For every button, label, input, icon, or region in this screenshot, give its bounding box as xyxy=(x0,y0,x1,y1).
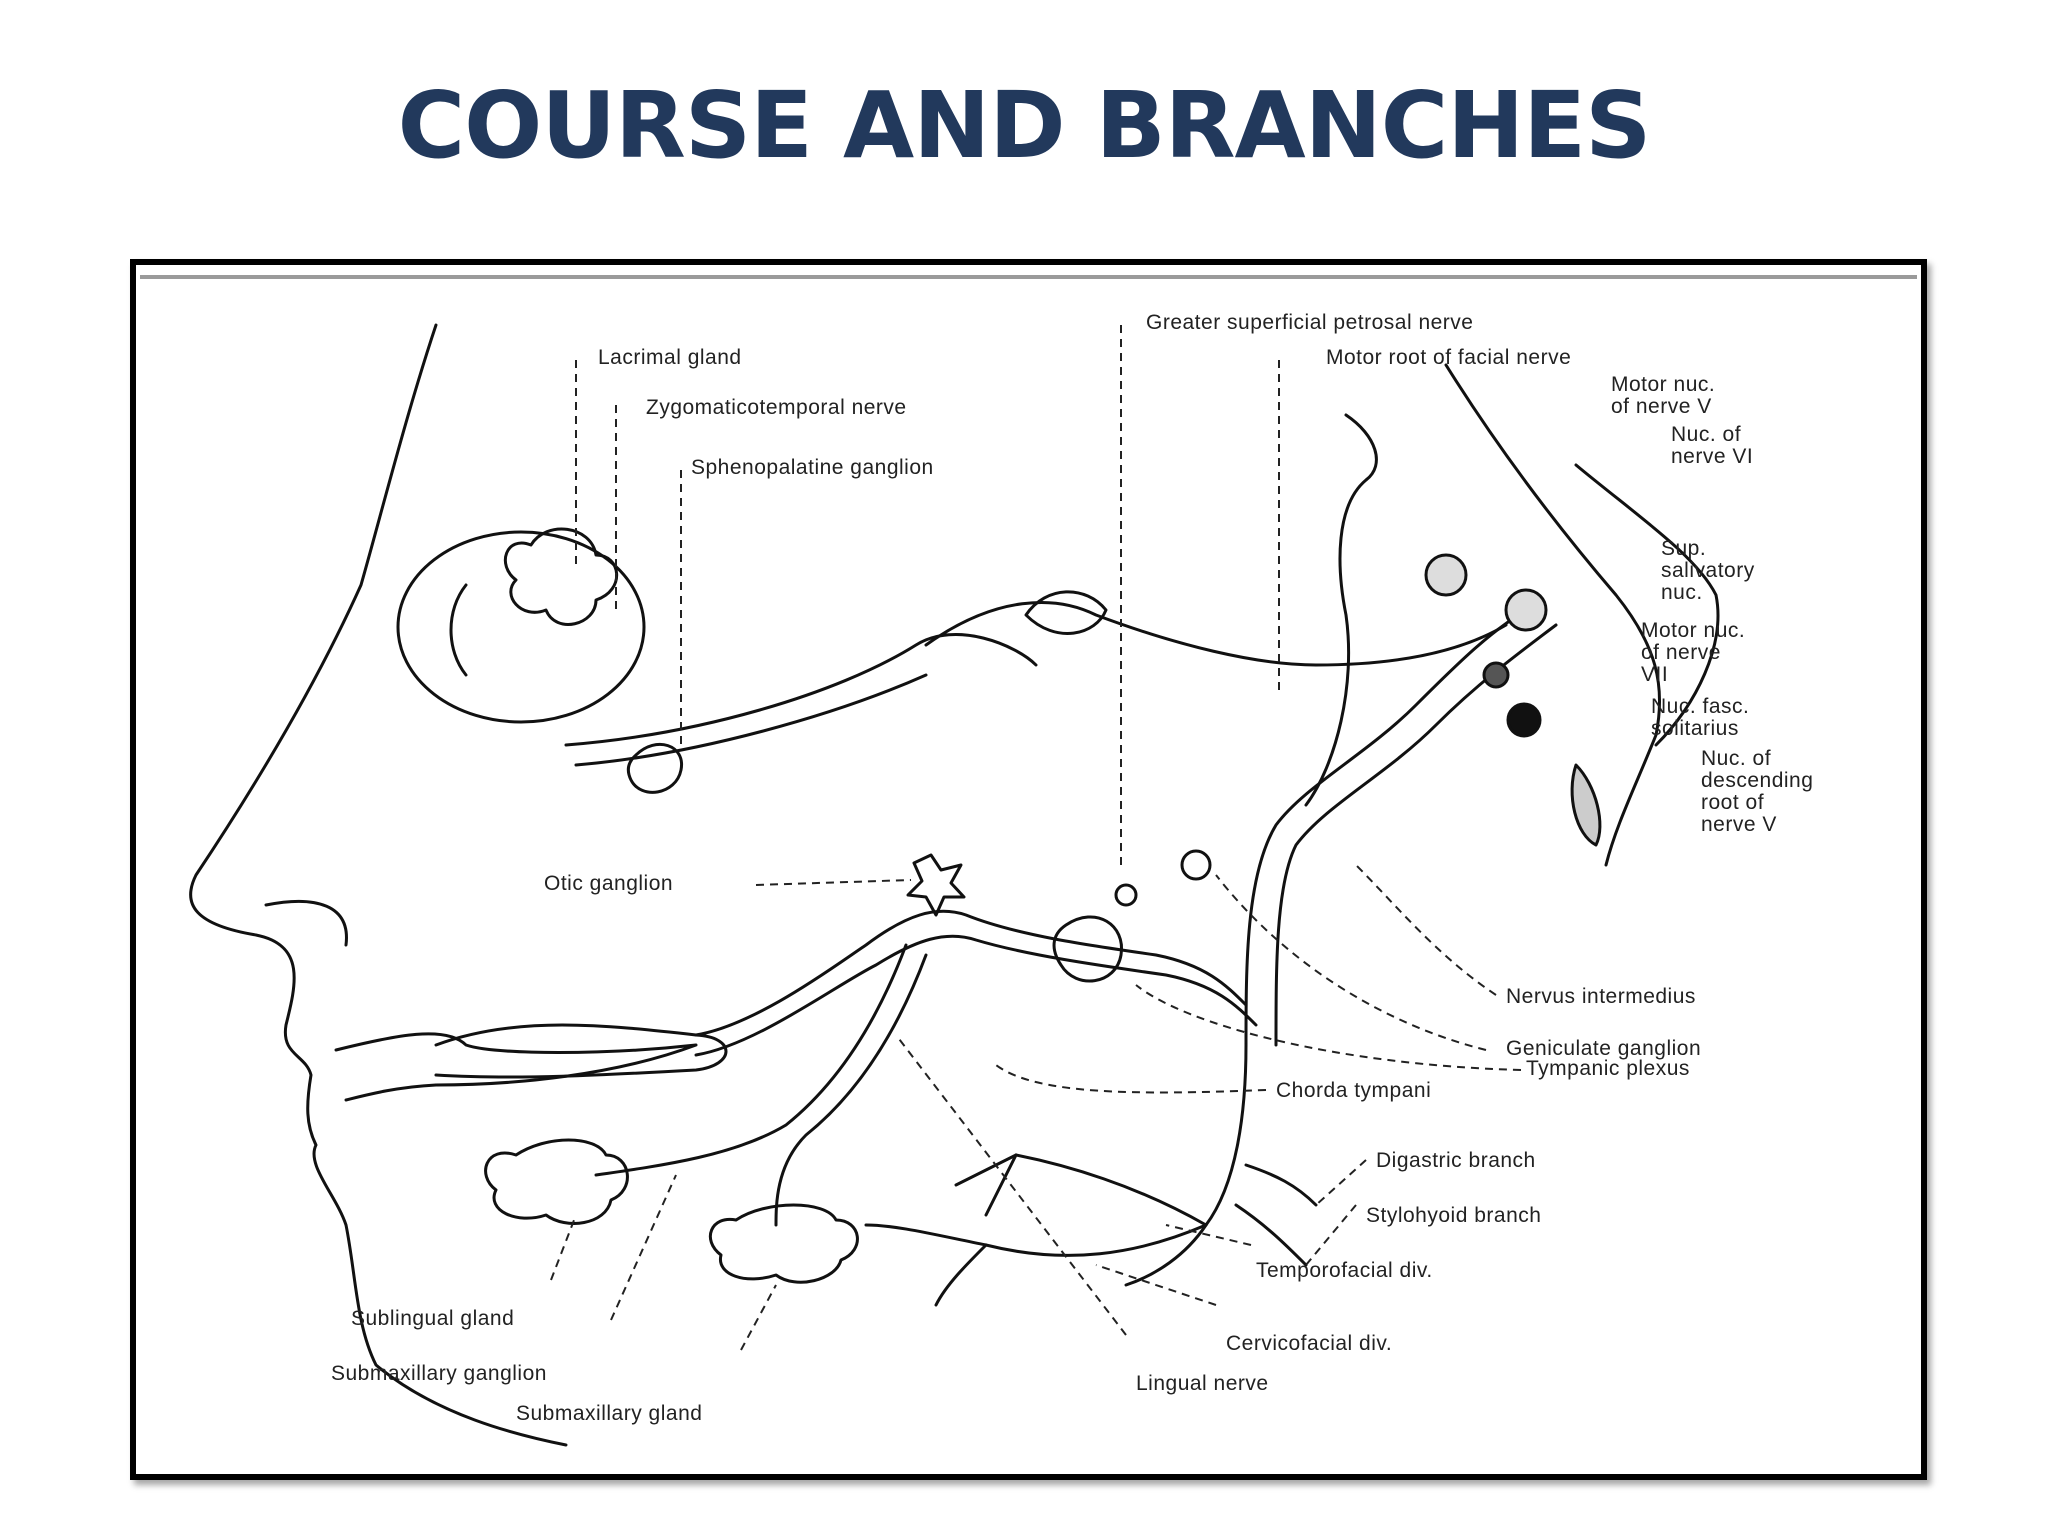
label-motor-nuc-vii-1: Motor nuc. xyxy=(1641,619,1745,642)
label-sup-salivatory-3: nuc. xyxy=(1661,581,1703,604)
digastric-branch-line xyxy=(1244,1163,1318,1207)
fourth-ventricle xyxy=(1574,463,1720,747)
label-nuc-fasc-2: solitarius xyxy=(1651,717,1739,740)
leader-temporofacial xyxy=(1165,1224,1252,1246)
submandibular-branch-2 xyxy=(774,953,928,1227)
label-nuc-desc-1: Nuc. of xyxy=(1701,747,1771,770)
nuc-vi-shape xyxy=(1504,588,1548,632)
label-nuc-fasc-1: Nuc. fasc. xyxy=(1651,695,1749,718)
sphenopalatine-ganglion-shape xyxy=(626,742,683,794)
ganglion-swelling xyxy=(1024,590,1108,635)
motor-nuc-v-shape xyxy=(1424,553,1468,597)
label-digastric-branch: Digastric branch xyxy=(1376,1149,1536,1172)
leader-stylohyoid xyxy=(1305,1204,1357,1266)
branch-tips xyxy=(934,1153,1018,1307)
label-motor-nuc-v-2: of nerve V xyxy=(1611,395,1712,418)
facial-canal-inner xyxy=(1274,623,1558,1047)
label-motor-nuc-vii-3: VII xyxy=(1641,663,1668,686)
petrosal-trunk xyxy=(924,601,1508,667)
leader-submax-gland xyxy=(740,1284,777,1351)
label-nuc-desc-4: nerve V xyxy=(1701,813,1777,836)
tympanic-plexus-shape xyxy=(1052,915,1124,983)
leader-sublingual xyxy=(550,1214,577,1281)
nostril xyxy=(264,899,348,947)
palate-line xyxy=(574,673,928,767)
facial-nerve-diagram: Lacrimal gland Zygomaticotemporal nerve … xyxy=(189,311,1813,1447)
tympanic-ganglion-shape xyxy=(1114,883,1138,907)
label-nervus-intermedius: Nervus intermedius xyxy=(1506,985,1696,1008)
label-motor-nuc-vii-2: of nerve xyxy=(1641,641,1721,664)
label-lacrimal-gland: Lacrimal gland xyxy=(598,346,742,369)
otic-ganglion-shape xyxy=(906,853,966,917)
label-temporofacial-div: Temporofacial div. xyxy=(1256,1259,1433,1282)
solitarius-shape xyxy=(1570,763,1602,847)
lingual-route-inner xyxy=(694,934,1258,1057)
brainstem-outline xyxy=(1444,363,1662,867)
leader-cervicofacial xyxy=(1095,1264,1217,1306)
tongue xyxy=(434,1023,728,1079)
lingual-route-outer xyxy=(694,909,1248,1037)
facial-canal-outer xyxy=(1244,603,1538,1047)
facial-trunk-lower xyxy=(1124,1043,1248,1287)
leader-geniculate xyxy=(1215,874,1487,1051)
submandibular-branch xyxy=(594,943,908,1177)
pons-curve xyxy=(1304,413,1378,807)
frame-top-rule xyxy=(140,275,1917,279)
label-greater-superficial-petrosal-nerve: Greater superficial petrosal nerve xyxy=(1146,311,1473,334)
submaxillary-gland-shape xyxy=(708,1203,859,1284)
leader-tympanic xyxy=(1135,984,1522,1071)
lips xyxy=(334,1032,698,1102)
label-sphenopalatine-ganglion: Sphenopalatine ganglion xyxy=(691,456,934,479)
label-nuc-desc-2: descending xyxy=(1701,769,1813,792)
label-sup-salivatory-2: salivatory xyxy=(1661,559,1755,582)
geniculate-ganglion-shape xyxy=(1180,849,1212,881)
face-profile xyxy=(189,323,568,1447)
leader-submax-ganglion xyxy=(610,1174,677,1321)
label-otic-ganglion: Otic ganglion xyxy=(544,872,673,895)
label-motor-nuc-v-1: Motor nuc. xyxy=(1611,373,1715,396)
label-sublingual-gland: Sublingual gland xyxy=(351,1307,514,1330)
label-tympanic-plexus: Tympanic plexus xyxy=(1526,1057,1690,1080)
label-sup-salivatory-1: Sup. xyxy=(1661,537,1706,560)
lacrimal-gland-shape xyxy=(503,527,619,626)
temporofacial-branch xyxy=(1014,1153,1208,1227)
label-nuc-vi-1: Nuc. of xyxy=(1671,423,1741,446)
sublingual-gland-shape xyxy=(484,1138,629,1225)
leader-lingual xyxy=(895,1034,1127,1336)
label-zygomaticotemporal-nerve: Zygomaticotemporal nerve xyxy=(646,396,907,419)
label-geniculate-ganglion: Geniculate ganglion xyxy=(1506,1037,1701,1060)
label-cervicofacial-div: Cervicofacial div. xyxy=(1226,1332,1392,1355)
motor-nuc-vii-shape xyxy=(1506,702,1542,738)
eye-iris xyxy=(449,583,468,677)
leader-digastric xyxy=(1315,1159,1367,1206)
leader-chorda xyxy=(995,1064,1267,1094)
cervicofacial-branch xyxy=(864,1223,1208,1257)
slide-title: COURSE AND BRANCHES xyxy=(397,72,1652,179)
diagram-frame: Lacrimal gland Zygomaticotemporal nerve … xyxy=(130,259,1927,1480)
label-nuc-desc-3: root of xyxy=(1701,791,1764,814)
maxilla-line xyxy=(564,633,1038,747)
label-lingual-nerve: Lingual nerve xyxy=(1136,1372,1269,1395)
leader-otic xyxy=(755,879,912,886)
leader-nervus-intermedius xyxy=(1355,864,1497,996)
label-motor-root-facial-nerve: Motor root of facial nerve xyxy=(1326,346,1571,369)
label-stylohyoid-branch: Stylohyoid branch xyxy=(1366,1204,1541,1227)
label-submaxillary-gland: Submaxillary gland xyxy=(516,1402,702,1425)
stylohyoid-branch-line xyxy=(1234,1203,1308,1267)
label-nuc-vi-2: nerve VI xyxy=(1671,445,1753,468)
label-chorda-tympani: Chorda tympani xyxy=(1276,1079,1431,1102)
label-submaxillary-ganglion: Submaxillary ganglion xyxy=(331,1362,547,1385)
eye-globe xyxy=(396,530,646,724)
sup-salivatory-nuc-shape xyxy=(1482,661,1510,689)
